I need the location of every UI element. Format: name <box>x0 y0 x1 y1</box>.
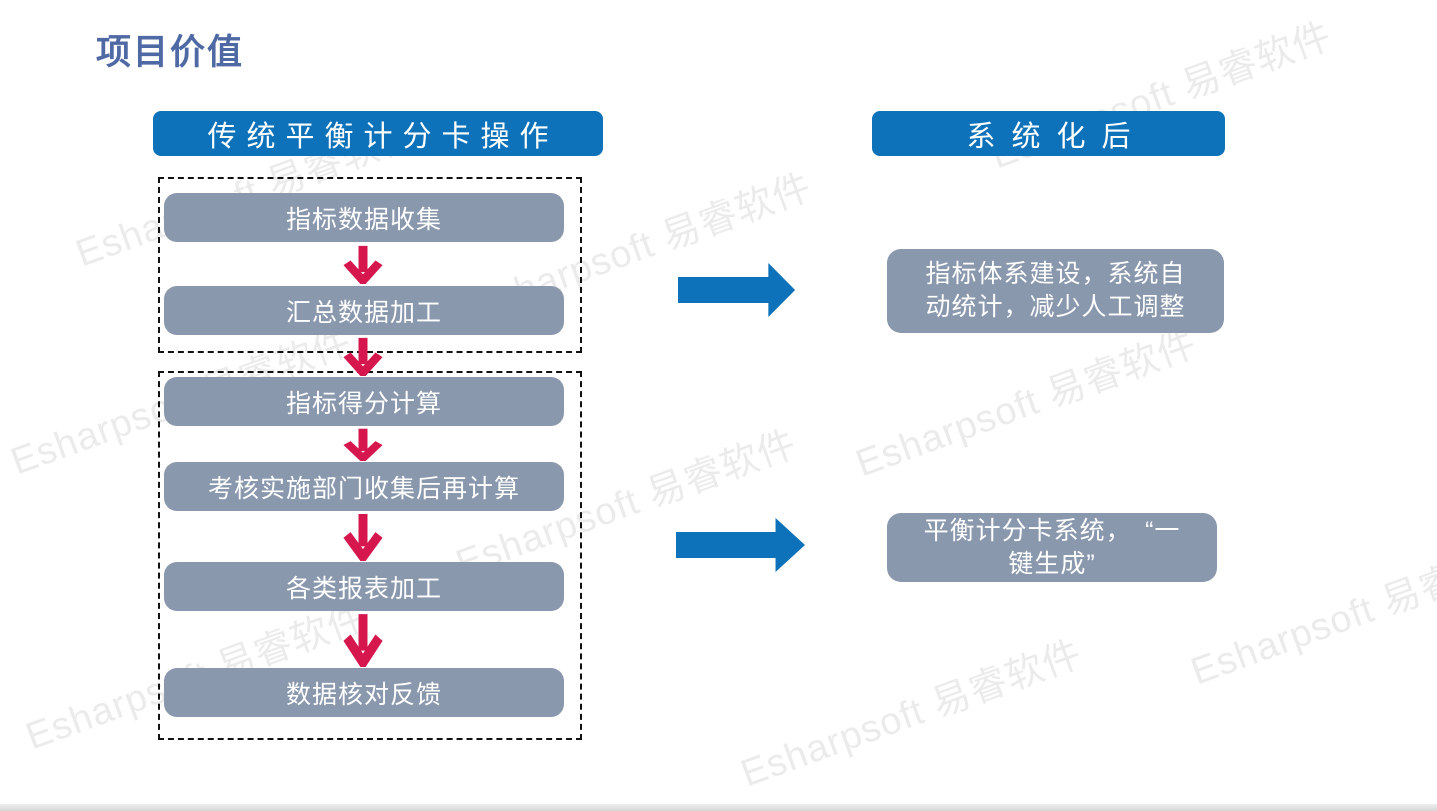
right-arrow-icon <box>678 263 796 317</box>
right-arrow-icon <box>676 518 805 572</box>
down-arrow-icon <box>343 337 383 376</box>
left-column-header: 传统平衡计分卡操作 <box>153 111 603 156</box>
page-title: 项目价值 <box>96 33 245 72</box>
result-box-one-click: 平衡计分卡系统， “一 键生成” <box>887 513 1217 582</box>
down-arrow-icon <box>343 614 383 667</box>
step-box-aggregate-data: 汇总数据加工 <box>164 286 564 335</box>
right-column-header: 系统化后 <box>872 111 1225 156</box>
dashed-group-2 <box>158 371 582 740</box>
result-line: 指标体系建设，系统自 <box>925 260 1186 288</box>
step-box-dept-recalc: 考核实施部门收集后再计算 <box>164 462 564 511</box>
step-box-report-processing: 各类报表加工 <box>164 562 564 611</box>
step-box-collect-data: 指标数据收集 <box>164 193 564 242</box>
result-line: 动统计，减少人工调整 <box>925 293 1186 321</box>
step-box-score-calc: 指标得分计算 <box>164 377 564 426</box>
down-arrow-icon <box>343 245 383 284</box>
dashed-group-1 <box>158 177 582 353</box>
result-box-system-stats: 指标体系建设，系统自 动统计，减少人工调整 <box>887 249 1224 333</box>
slide-bottom-edge <box>0 804 1437 811</box>
result-line: 键生成” <box>1008 549 1096 578</box>
step-box-data-check-feedback: 数据核对反馈 <box>164 668 564 717</box>
down-arrow-icon <box>343 428 383 461</box>
result-line: 平衡计分卡系统， “一 <box>923 516 1181 545</box>
down-arrow-icon <box>343 514 383 561</box>
